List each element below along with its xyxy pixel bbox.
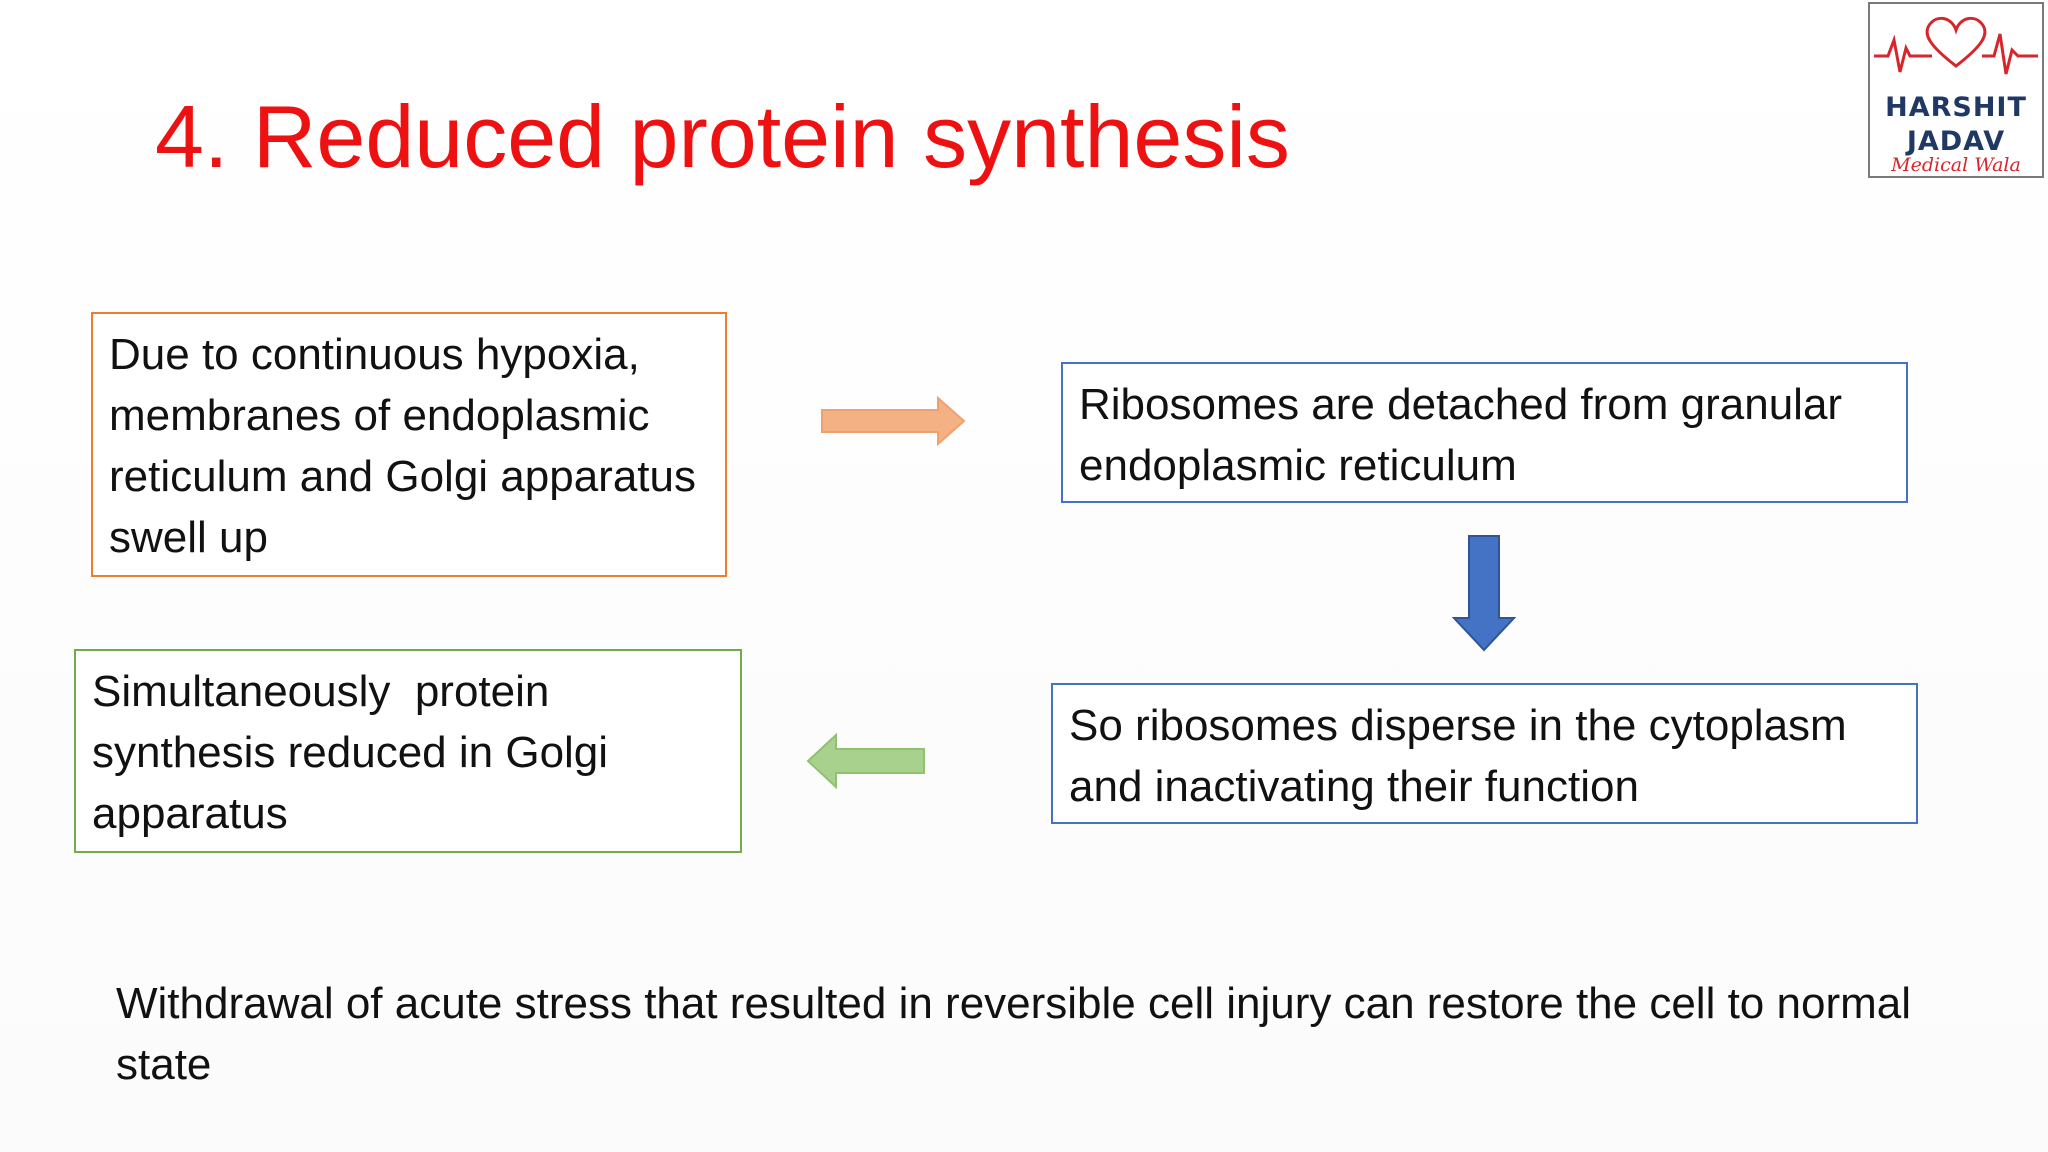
- down-arrow-icon: [1452, 535, 1516, 652]
- logo-name-line2: JADAV: [1906, 126, 2006, 157]
- footnote-text: Withdrawal of acute stress that resulted…: [116, 979, 1911, 1089]
- right-arrow-icon: [821, 396, 966, 446]
- slide-title: 4. Reduced protein synthesis: [155, 87, 1290, 186]
- logo: HARSHIT JADAV Medical Wala: [1868, 2, 2044, 178]
- synthesis-reduced-text: Simultaneously protein synthesis reduced…: [92, 667, 621, 838]
- ribosomes-detached-text: Ribosomes are detached from granular end…: [1079, 380, 1843, 490]
- ribosomes-disperse-box: So ribosomes disperse in the cytoplasm a…: [1051, 683, 1918, 824]
- logo-tagline: Medical Wala: [1891, 154, 2021, 176]
- synthesis-reduced-box: Simultaneously protein synthesis reduced…: [74, 649, 742, 853]
- heartbeat-icon: [1874, 16, 2038, 75]
- hypoxia-text: Due to continuous hypoxia, membranes of …: [109, 330, 696, 562]
- ribosomes-disperse-text: So ribosomes disperse in the cytoplasm a…: [1069, 701, 1847, 811]
- left-arrow-icon: [806, 733, 925, 789]
- ribosomes-detached-box: Ribosomes are detached from granular end…: [1061, 362, 1908, 503]
- hypoxia-box: Due to continuous hypoxia, membranes of …: [91, 312, 727, 577]
- logo-name-line1: HARSHIT: [1885, 92, 2027, 123]
